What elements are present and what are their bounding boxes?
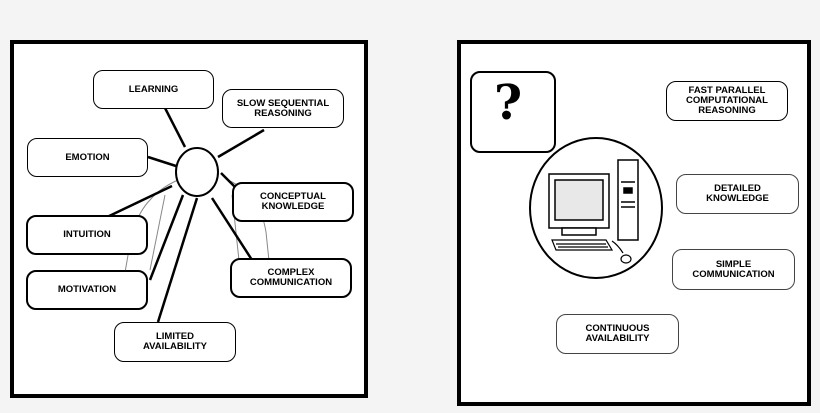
node-limited-availability: LIMITED AVAILABILITY <box>114 322 236 362</box>
node-continuous-availability: CONTINUOUS AVAILABILITY <box>556 314 679 354</box>
monitor-icon <box>548 173 610 236</box>
question-mark-box: ? <box>470 71 556 153</box>
node-simple-communication: SIMPLE COMMUNICATION <box>672 249 795 290</box>
node-motivation: MOTIVATION <box>26 270 148 310</box>
node-complex-communication: COMPLEX COMMUNICATION <box>230 258 352 298</box>
node-emotion: EMOTION <box>27 138 148 177</box>
node-detailed-knowledge: DETAILED KNOWLEDGE <box>676 174 799 214</box>
node-conceptual-knowledge: CONCEPTUAL KNOWLEDGE <box>232 182 354 222</box>
keyboard-icon <box>551 239 614 251</box>
human-head <box>175 147 219 197</box>
node-intuition: INTUITION <box>26 215 148 255</box>
node-fast-parallel-reasoning: FAST PARALLEL COMPUTATIONAL REASONING <box>666 81 788 121</box>
mouse-icon <box>611 240 632 264</box>
tower-icon <box>617 159 639 241</box>
node-learning: LEARNING <box>93 70 214 109</box>
question-mark-icon: ? <box>494 75 523 131</box>
node-slow-sequential-reasoning: SLOW SEQUENTIAL REASONING <box>222 89 344 128</box>
